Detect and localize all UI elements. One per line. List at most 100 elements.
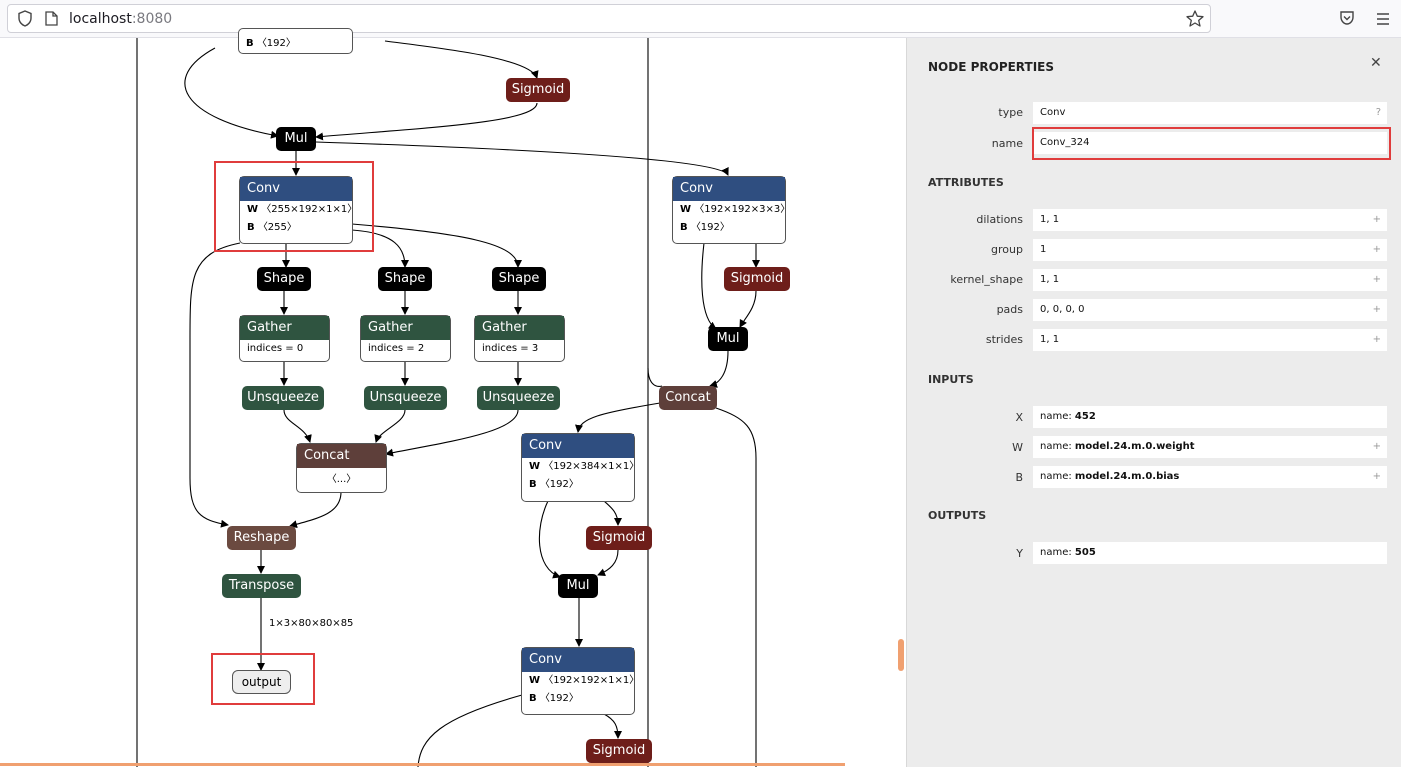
panel-resize-handle[interactable] <box>898 639 904 671</box>
transpose-node[interactable]: Transpose <box>222 574 301 598</box>
expand-icon[interactable]: + <box>1372 334 1381 345</box>
gather-node[interactable]: Gather indices = 3 <box>474 315 565 362</box>
attr-field[interactable]: 1, 1 + <box>1033 329 1387 351</box>
input-value: model.24.m.0.weight <box>1074 441 1195 452</box>
attr-field[interactable]: 1, 1+ <box>1033 269 1387 291</box>
concat-node[interactable]: Concat 〈...〉 <box>296 443 387 493</box>
star-icon[interactable] <box>1186 10 1204 31</box>
concat-body: 〈...〉 <box>326 474 357 485</box>
horizontal-scrollbar[interactable] <box>0 763 845 766</box>
bias-shape: 〈192〉 <box>690 222 730 233</box>
attr-label: strides <box>985 333 1023 346</box>
graph-canvas[interactable]: B 〈192〉 Sigmoid Mul Conv W 〈255×192×1×1〉… <box>0 28 906 767</box>
node-properties-panel: NODE PROPERTIES ✕ type Conv ? name Conv_… <box>906 38 1401 767</box>
unsqueeze-node[interactable]: Unsqueeze <box>364 386 447 410</box>
output-node[interactable]: output <box>232 670 291 694</box>
conv-node[interactable]: Conv W 〈192×384×1×1〉 B 〈192〉 <box>521 433 639 502</box>
conv-title: Conv <box>673 177 785 201</box>
conv-title: Conv <box>522 434 634 458</box>
gather-title: Gather <box>240 316 329 340</box>
type-field[interactable]: Conv ? <box>1033 102 1387 124</box>
concat-node[interactable]: Concat <box>659 386 717 410</box>
attr-value: 0, 0, 0, 0 <box>1040 304 1085 315</box>
input-value: model.24.m.0.bias <box>1074 471 1180 482</box>
attr-value: 1, 1 <box>1040 214 1060 225</box>
selection-highlight <box>214 161 374 252</box>
gather-attr: indices = 3 <box>482 343 539 354</box>
page-icon <box>45 11 58 30</box>
name-label: name <box>991 137 1023 150</box>
inputs-title: INPUTS <box>928 373 974 386</box>
name-value: Conv_324 <box>1040 137 1090 148</box>
expand-icon[interactable]: + <box>1372 471 1381 482</box>
expand-icon[interactable]: + <box>1372 274 1381 285</box>
shape-node[interactable]: Shape <box>378 267 432 291</box>
attr-value: 1, 1 <box>1040 334 1060 345</box>
conv-node-selected[interactable]: Conv W 〈255×192×1×1〉 B 〈255〉 <box>239 176 357 244</box>
attr-field[interactable]: 0, 0, 0, 0 + <box>1033 299 1387 321</box>
mul-node[interactable]: Mul <box>708 327 748 351</box>
expand-icon[interactable]: + <box>1372 304 1381 315</box>
conv-node[interactable]: Conv W 〈192×192×1×1〉 B 〈192〉 <box>521 647 639 715</box>
unsqueeze-node[interactable]: Unsqueeze <box>242 386 324 410</box>
weight-label: W <box>529 675 541 686</box>
output-highlight <box>211 653 315 705</box>
shield-icon[interactable] <box>17 10 33 31</box>
bias-label: B <box>247 222 255 233</box>
weight-label: W <box>529 461 541 472</box>
expand-icon[interactable]: + <box>1372 214 1381 225</box>
mul-node[interactable]: Mul <box>276 127 316 151</box>
expand-icon[interactable]: + <box>1372 441 1381 452</box>
input-field[interactable]: name: model.24.m.0.bias + <box>1033 466 1387 488</box>
bias-shape: 〈255〉 <box>257 222 297 233</box>
conv-title: Conv <box>522 648 634 672</box>
gather-attr: indices = 0 <box>247 343 304 354</box>
output-label: Y <box>1016 547 1023 560</box>
gather-node[interactable]: Gather indices = 2 <box>360 315 451 362</box>
panel-title: NODE PROPERTIES <box>928 60 1054 74</box>
weight-shape: 〈192×192×3×3〉 <box>694 204 791 215</box>
pocket-icon[interactable] <box>1339 10 1355 30</box>
input-field[interactable]: name: 452 <box>1033 406 1387 428</box>
edge-shape-label: 1×3×80×80×85 <box>269 618 354 629</box>
shape-node[interactable]: Shape <box>492 267 546 291</box>
conv-title: Conv <box>240 177 352 201</box>
close-icon[interactable]: ✕ <box>1370 55 1382 71</box>
output-field[interactable]: name: 505 <box>1033 542 1387 564</box>
shape-node[interactable]: Shape <box>257 267 311 291</box>
unsqueeze-node[interactable]: Unsqueeze <box>477 386 560 410</box>
sigmoid-node[interactable]: Sigmoid <box>724 267 790 291</box>
help-icon[interactable]: ? <box>1375 107 1381 118</box>
sigmoid-node[interactable]: Sigmoid <box>506 78 570 102</box>
url-host: localhost <box>69 11 132 27</box>
conv-node[interactable]: Conv W 〈192×192×3×3〉 B 〈192〉 <box>672 176 790 244</box>
address-bar[interactable]: localhost:8080 <box>7 4 1211 33</box>
bias-label: B <box>680 222 688 233</box>
attr-label: pads <box>996 303 1023 316</box>
mul-node[interactable]: Mul <box>558 574 598 598</box>
input-label: X <box>1015 411 1023 424</box>
input-prefix: name: <box>1040 471 1075 482</box>
weight-label: W <box>680 204 692 215</box>
gather-node[interactable]: Gather indices = 0 <box>239 315 330 362</box>
type-value: Conv <box>1040 107 1066 118</box>
expand-icon[interactable]: + <box>1372 244 1381 255</box>
weight-shape: 〈255×192×1×1〉 <box>261 204 358 215</box>
sigmoid-node[interactable]: Sigmoid <box>586 739 652 763</box>
type-label: type <box>998 106 1023 119</box>
bias-shape: 〈192〉 <box>256 38 296 49</box>
attr-field[interactable]: 1+ <box>1033 239 1387 261</box>
url-text[interactable]: localhost:8080 <box>69 11 172 27</box>
sigmoid-node[interactable]: Sigmoid <box>586 526 652 550</box>
name-field[interactable]: Conv_324 <box>1033 132 1387 154</box>
weight-label: W <box>247 204 259 215</box>
reshape-node[interactable]: Reshape <box>227 526 296 550</box>
conv-node-top[interactable]: B 〈192〉 <box>238 28 353 54</box>
url-port: :8080 <box>131 11 173 27</box>
bias-label: B <box>246 38 254 49</box>
outputs-title: OUTPUTS <box>928 509 987 522</box>
bias-label: B <box>529 479 537 490</box>
input-field[interactable]: name: model.24.m.0.weight+ <box>1033 436 1387 458</box>
attr-field[interactable]: 1, 1 + <box>1033 209 1387 231</box>
menu-icon[interactable] <box>1376 11 1390 30</box>
